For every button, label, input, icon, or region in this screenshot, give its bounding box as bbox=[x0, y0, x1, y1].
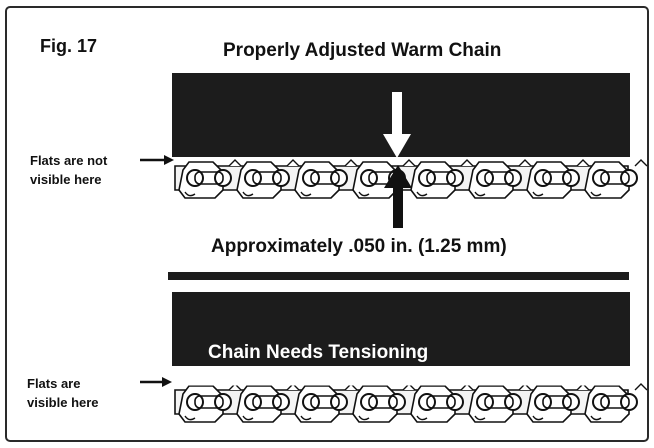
black-up-arrow bbox=[384, 165, 412, 228]
separator-line bbox=[168, 272, 629, 280]
figure-label: Fig. 17 bbox=[40, 36, 98, 56]
chain-bottom bbox=[174, 382, 648, 423]
guide-bar-bottom bbox=[172, 292, 630, 366]
top-panel-title: Properly Adjusted Warm Chain bbox=[223, 40, 502, 61]
bottom-note: Flats are visible here bbox=[27, 374, 99, 412]
white-down-arrow bbox=[383, 92, 411, 158]
bottom-panel-title: Chain Needs Tensioning bbox=[208, 342, 429, 363]
chain-top bbox=[174, 159, 648, 199]
bottom-note-line1: Flats are bbox=[27, 376, 81, 391]
top-note-line2: visible here bbox=[30, 172, 102, 187]
top-note: Flats are not visible here bbox=[30, 151, 107, 189]
bottom-note-line2: visible here bbox=[27, 395, 99, 410]
measurement-label: Approximately .050 in. (1.25 mm) bbox=[211, 236, 507, 257]
top-note-line1: Flats are not bbox=[30, 153, 108, 168]
